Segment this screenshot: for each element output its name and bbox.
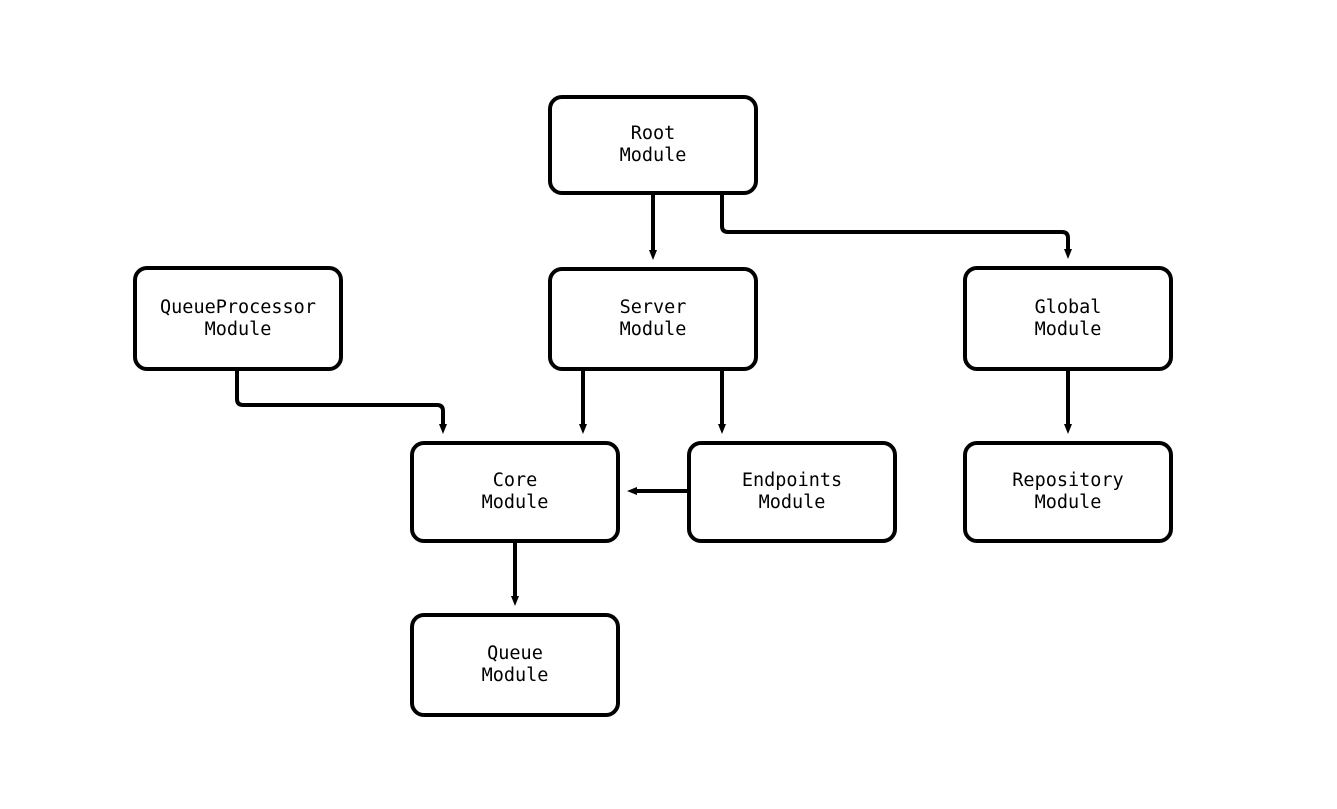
node-global[interactable]: Global Module bbox=[963, 266, 1173, 371]
edge-root-to-global bbox=[720, 195, 1072, 259]
node-core-label: Core Module bbox=[481, 470, 549, 513]
node-root[interactable]: Root Module bbox=[548, 95, 758, 195]
node-server-label: Server Module bbox=[619, 297, 687, 340]
node-global-label: Global Module bbox=[1034, 296, 1102, 340]
node-root-label: Root Module bbox=[619, 123, 687, 166]
node-server[interactable]: Server Module bbox=[548, 267, 758, 371]
node-queue[interactable]: Queue Module bbox=[410, 613, 620, 717]
node-core[interactable]: Core Module bbox=[410, 441, 620, 543]
edge-queueprocessor-to-core bbox=[235, 371, 447, 434]
node-repository-label: Repository Module bbox=[1012, 470, 1124, 513]
node-queue-label: Queue Module bbox=[481, 643, 549, 686]
node-endpoints-label: Endpoints Module bbox=[741, 470, 843, 513]
node-queueprocessor[interactable]: QueueProcessor Module bbox=[133, 266, 343, 371]
node-queueprocessor-label: QueueProcessor Module bbox=[160, 296, 316, 340]
node-repository[interactable]: Repository Module bbox=[963, 441, 1173, 543]
node-endpoints[interactable]: Endpoints Module bbox=[687, 441, 897, 543]
